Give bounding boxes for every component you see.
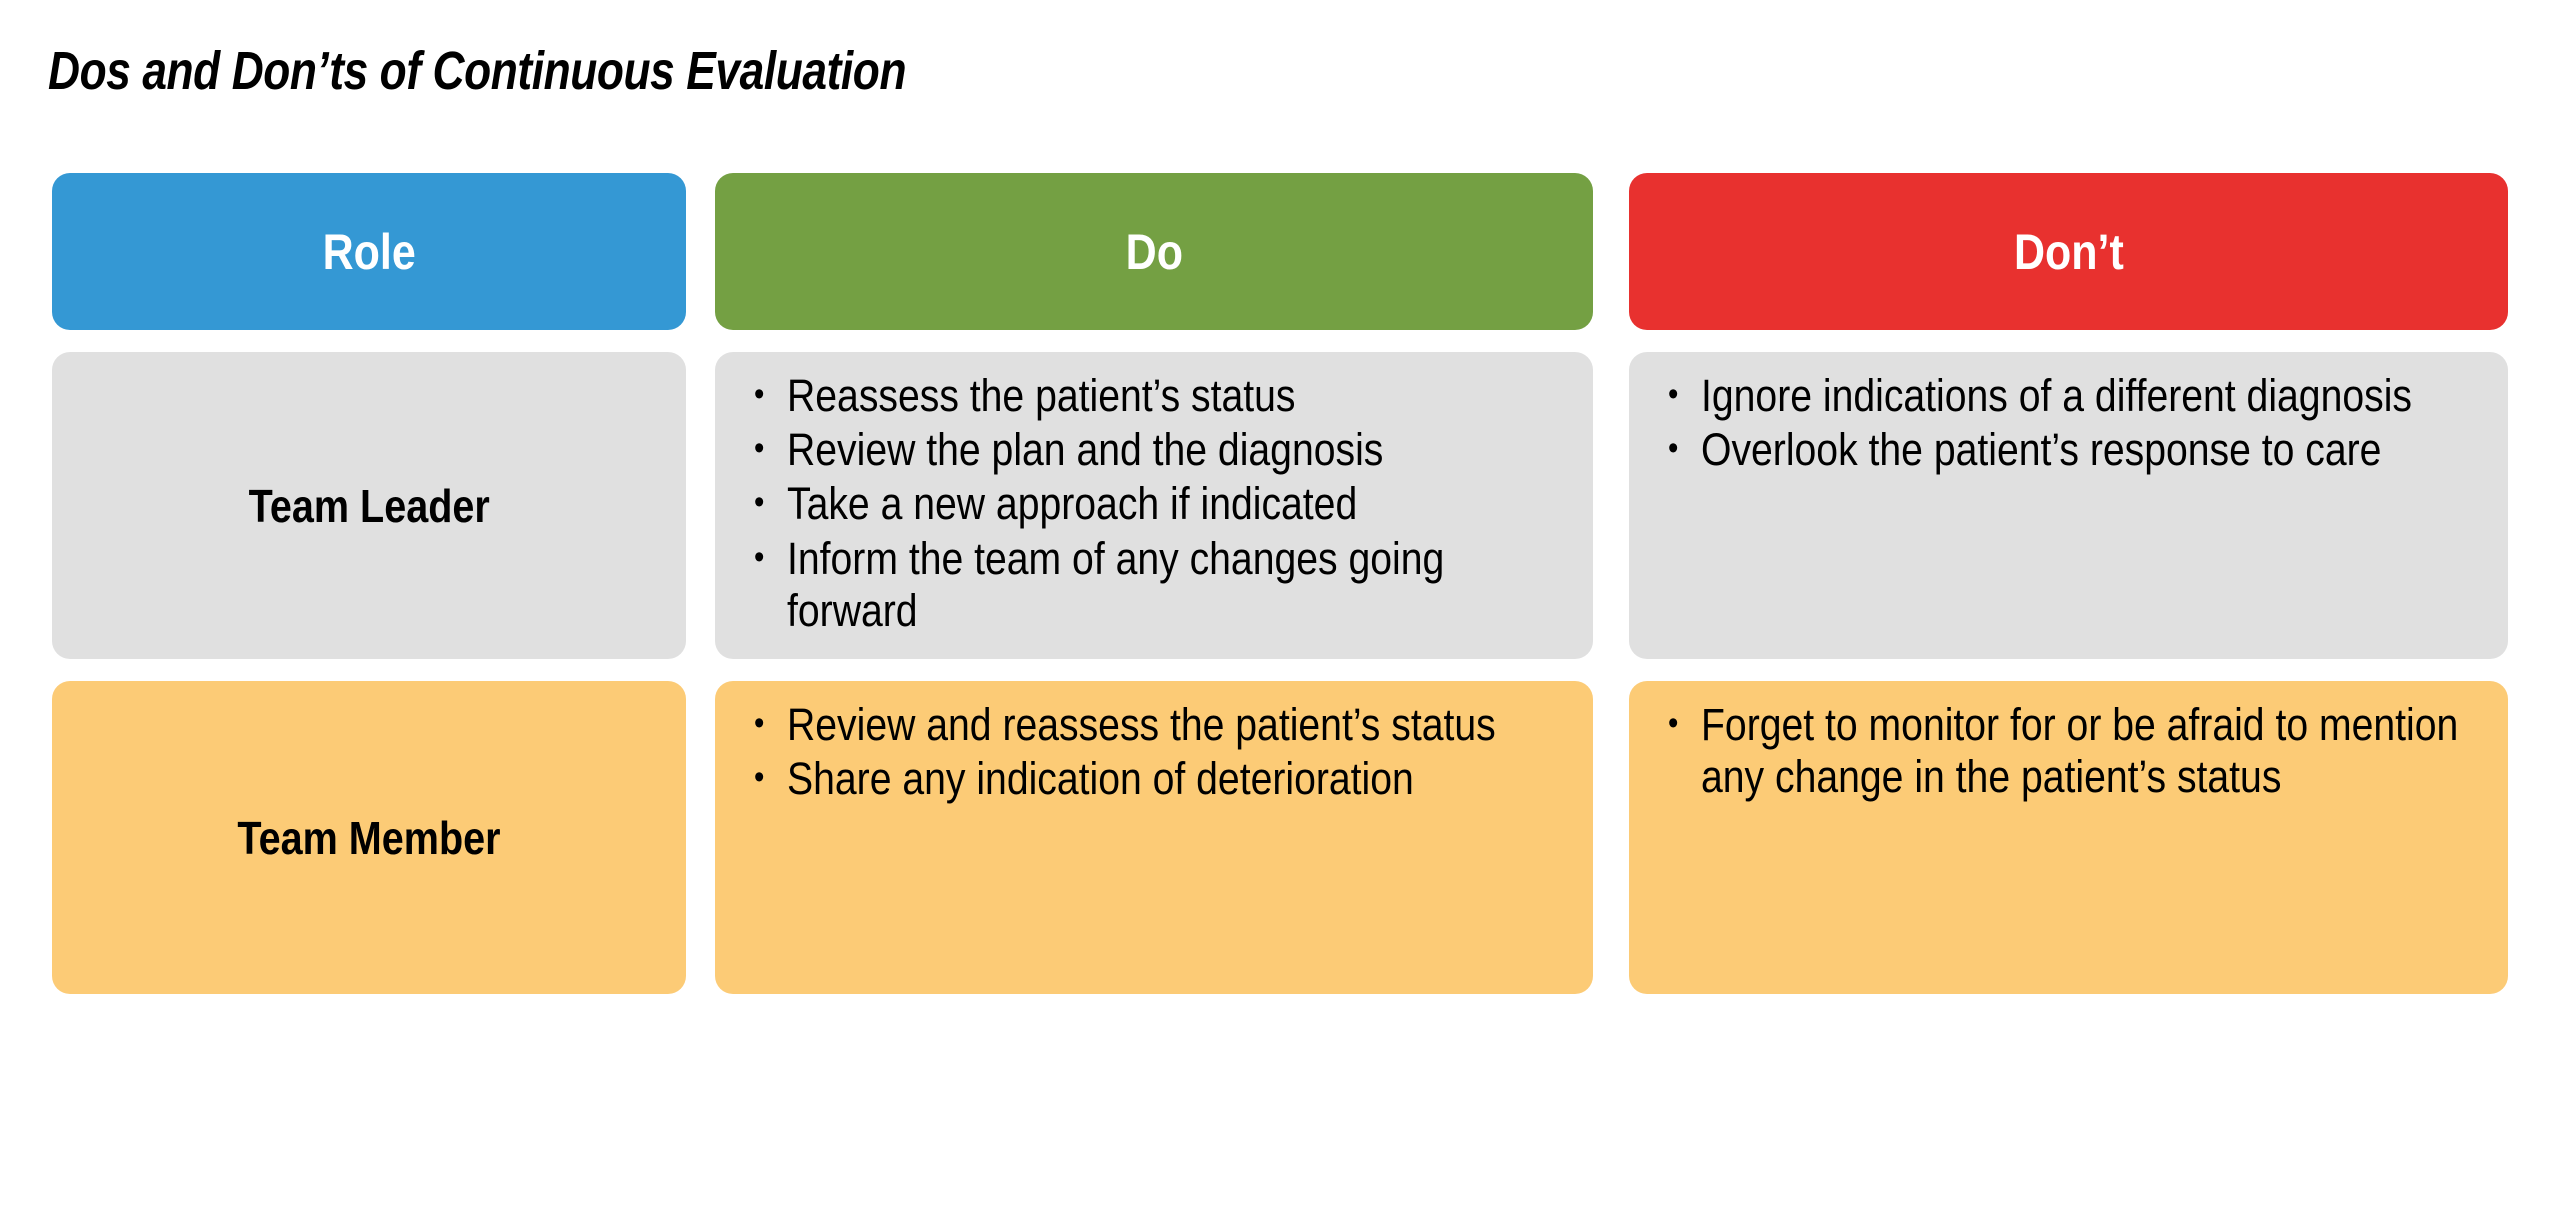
dont-bullet-list: Forget to monitor for or be afraid to me… bbox=[1655, 699, 2482, 805]
header-cell-role: Role bbox=[52, 173, 686, 330]
dos-donts-table: Role Do Don’t Team Leader Reassess the p… bbox=[52, 173, 2508, 994]
role-cell-team-member: Team Member bbox=[52, 681, 686, 994]
do-cell-team-member: Review and reassess the patient’s status… bbox=[715, 681, 1593, 994]
column-gap bbox=[686, 681, 715, 994]
do-cell-team-leader: Reassess the patient’s status Review the… bbox=[715, 352, 1593, 659]
table-row: Team Member Review and reassess the pati… bbox=[52, 681, 2508, 994]
page-title: Dos and Don’ts of Continuous Evaluation bbox=[48, 41, 907, 101]
dont-bullet-list: Ignore indications of a different diagno… bbox=[1655, 370, 2482, 478]
header-cell-do: Do bbox=[715, 173, 1593, 330]
list-item: Review and reassess the patient’s status bbox=[754, 699, 1561, 751]
list-item: Take a new approach if indicated bbox=[754, 478, 1561, 530]
header-label-do: Do bbox=[1125, 223, 1183, 280]
table-header-row: Role Do Don’t bbox=[52, 173, 2508, 330]
column-gap bbox=[1593, 352, 1629, 659]
do-bullet-list: Review and reassess the patient’s status… bbox=[741, 699, 1567, 807]
column-gap bbox=[686, 173, 715, 330]
column-gap bbox=[1593, 173, 1629, 330]
column-gap bbox=[1593, 681, 1629, 994]
list-item: Ignore indications of a different diagno… bbox=[1668, 370, 2476, 422]
dont-cell-team-member: Forget to monitor for or be afraid to me… bbox=[1629, 681, 2508, 994]
do-bullet-list: Reassess the patient’s status Review the… bbox=[741, 370, 1567, 639]
list-item: Overlook the patient’s response to care bbox=[1668, 424, 2476, 476]
role-label: Team Member bbox=[237, 811, 501, 864]
header-label-dont: Don’t bbox=[2013, 223, 2124, 280]
role-cell-team-leader: Team Leader bbox=[52, 352, 686, 659]
list-item: Forget to monitor for or be afraid to me… bbox=[1668, 699, 2476, 803]
header-label-role: Role bbox=[322, 223, 416, 280]
role-label: Team Leader bbox=[248, 479, 490, 532]
list-item: Review the plan and the diagnosis bbox=[754, 424, 1561, 476]
table-row: Team Leader Reassess the patient’s statu… bbox=[52, 352, 2508, 659]
list-item: Reassess the patient’s status bbox=[754, 370, 1561, 422]
dont-cell-team-leader: Ignore indications of a different diagno… bbox=[1629, 352, 2508, 659]
header-cell-dont: Don’t bbox=[1629, 173, 2508, 330]
column-gap bbox=[686, 352, 715, 659]
list-item: Inform the team of any changes going for… bbox=[754, 533, 1561, 637]
list-item: Share any indication of deterioration bbox=[754, 753, 1561, 805]
